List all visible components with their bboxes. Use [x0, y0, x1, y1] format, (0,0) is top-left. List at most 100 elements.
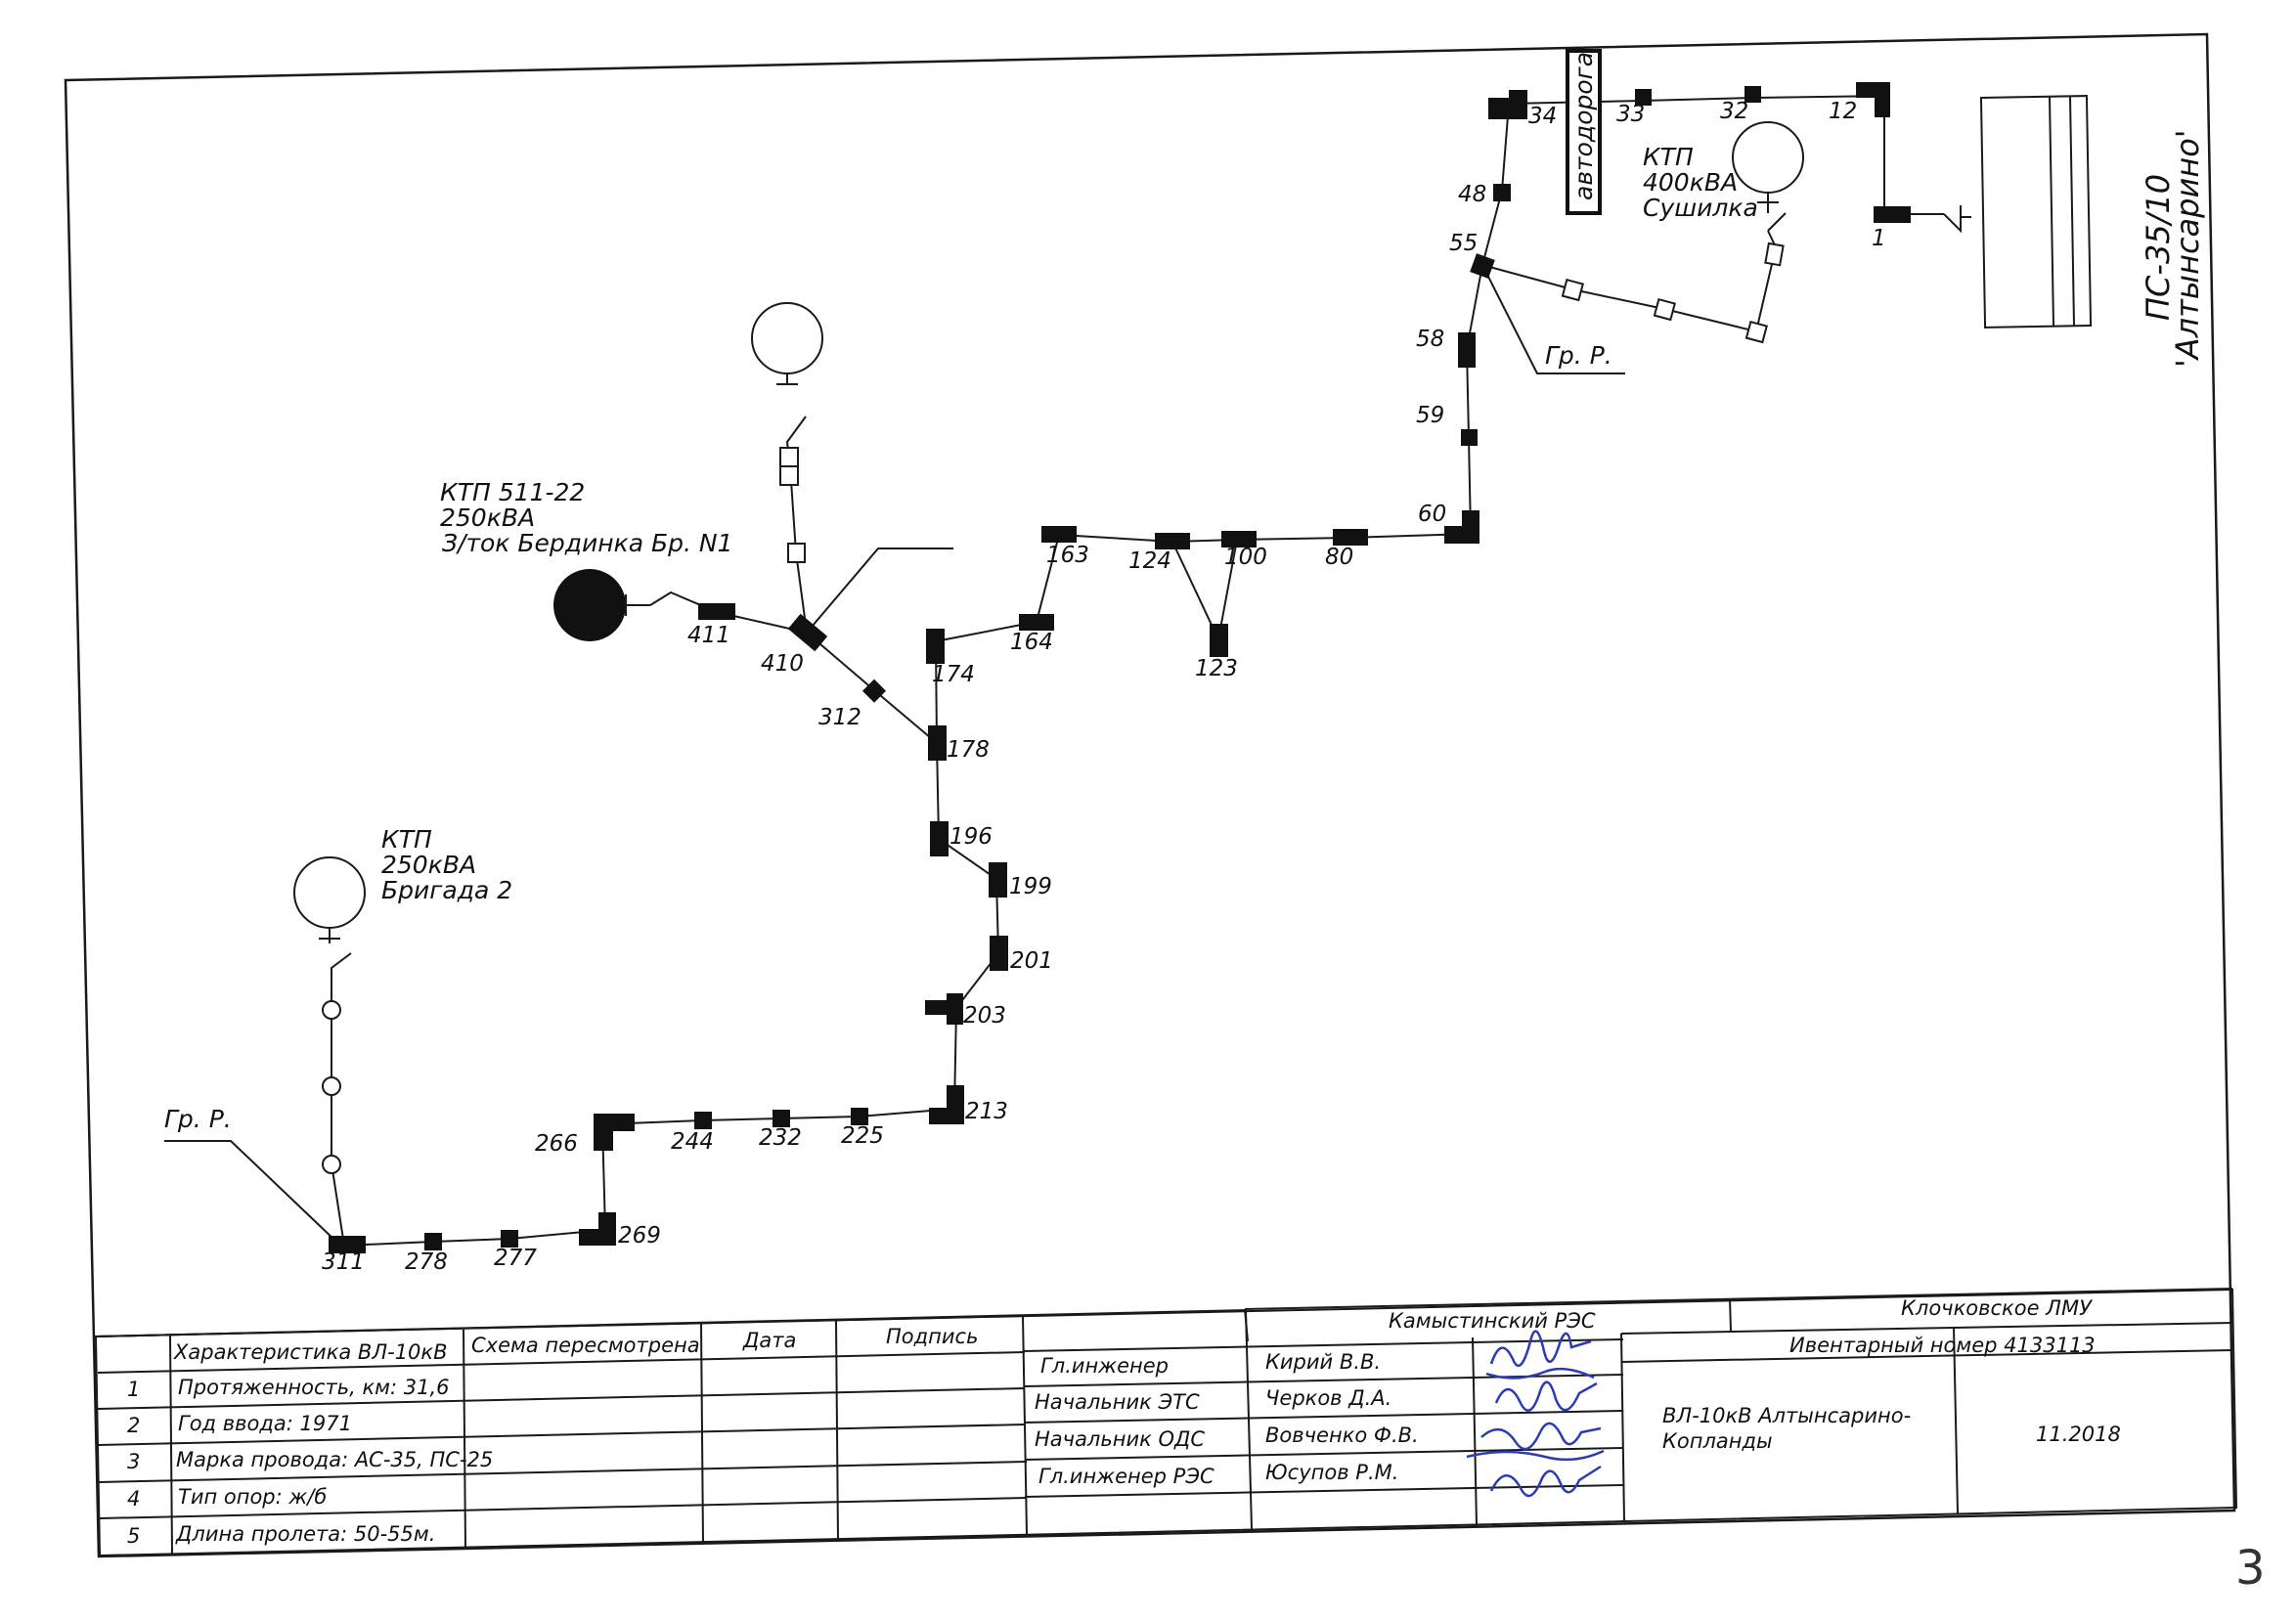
pole-label-410: 410 [761, 651, 804, 677]
pole-label-199: 199 [1009, 874, 1052, 899]
pole-label-411: 411 [687, 623, 730, 648]
pole-numbers: 34 33 32 12 1 48 55 58 59 60 80 100 124 … [322, 99, 1886, 1275]
transformer-icon [1732, 121, 1804, 194]
pole-label-269: 269 [618, 1223, 661, 1249]
pole-311 [329, 1236, 366, 1253]
hollow-pole [1764, 241, 1785, 267]
hollow-pole [787, 543, 806, 563]
substation-label: 'Алтынсарино' [2169, 129, 2206, 368]
pole-label-174: 174 [932, 662, 975, 687]
row-span: Длина пролета: 50-55м. [175, 1522, 435, 1546]
header-characteristic: Характеристика ВЛ-10кВ [173, 1340, 448, 1364]
sheet-date: 11.2018 [2036, 1423, 2121, 1446]
pole-278 [424, 1233, 442, 1250]
pole-label-163: 163 [1046, 543, 1089, 568]
pole-label-60: 60 [1418, 502, 1446, 527]
substation-name: ПС-35/10 [2140, 174, 2177, 321]
org-res: Камыстинский РЭС [1389, 1309, 1596, 1333]
pole-label-312: 312 [818, 705, 861, 730]
pole-100 [1221, 531, 1257, 548]
gr-r-label-top: Гр. Р. [1545, 341, 1612, 370]
inventory-number: Ивентарный номер 4133113 [1789, 1334, 2096, 1357]
pole-label-213: 213 [965, 1099, 1008, 1124]
pole-33 [1635, 89, 1652, 106]
ktp-top [751, 302, 823, 385]
ktp-sushilka [1732, 121, 1804, 203]
pole-277 [501, 1230, 518, 1248]
line-name-2: Копланды [1662, 1429, 1773, 1453]
pole-label-80: 80 [1325, 545, 1353, 570]
row-length: Протяженность, км: 31,6 [178, 1376, 450, 1399]
hollow-pole [1744, 320, 1768, 344]
pole-201 [990, 936, 1008, 971]
row-number: 1 [127, 1378, 140, 1401]
transformer-icon [553, 569, 626, 641]
header-date: Дата [742, 1329, 796, 1352]
pole-164 [1019, 614, 1054, 631]
pole-244 [694, 1112, 712, 1129]
row-number: 3 [127, 1450, 140, 1473]
ktp-labels: КТП 400кВА Сушилка КТП 511-22 250кВА З/т… [164, 143, 1758, 1133]
org-lmu: Клочковское ЛМУ [1901, 1296, 2093, 1320]
staff-role: Гл.инженер [1040, 1354, 1169, 1378]
pole-label-124: 124 [1128, 548, 1171, 574]
transformer-icon [293, 856, 366, 929]
pole-59 [1461, 429, 1478, 446]
pole-12 [1856, 82, 1890, 117]
staff-name: Юсупов Р.М. [1265, 1461, 1398, 1484]
pole-266 [594, 1114, 635, 1151]
row-number: 4 [127, 1487, 140, 1511]
pole-label-32: 32 [1720, 99, 1748, 124]
pole-411 [698, 603, 735, 620]
handwritten-signatures [1466, 1330, 1605, 1498]
round-pole [322, 1076, 341, 1096]
line-name-1: ВЛ-10кВ Алтынсарино- [1662, 1404, 1911, 1427]
header-revised: Схема пересмотрена [471, 1334, 700, 1357]
pole-label-59: 59 [1416, 403, 1444, 428]
row-wire: Марка провода: АС-35, ПС-25 [176, 1448, 493, 1471]
drawing-frame [64, 32, 2236, 1558]
pole-48 [1493, 184, 1511, 201]
pole-label-12: 12 [1829, 99, 1857, 124]
pole-32 [1744, 86, 1761, 103]
pole-203 [925, 993, 963, 1025]
pole-60 [1444, 510, 1479, 544]
pole-label-277: 277 [494, 1246, 537, 1271]
pole-label-203: 203 [963, 1003, 1006, 1029]
staff-role: Начальник ОДС [1035, 1427, 1205, 1451]
ktp-sushilka-line3: Сушилка [1643, 194, 1758, 222]
pole-1 [1874, 206, 1911, 223]
pole-213 [929, 1085, 964, 1124]
pole-label-225: 225 [841, 1123, 884, 1149]
staff-name: Кирий В.В. [1265, 1350, 1381, 1374]
pole-269 [579, 1212, 616, 1246]
round-pole [322, 1155, 341, 1174]
ktp-brigada [293, 856, 366, 940]
pole-55 [1470, 253, 1495, 279]
pole-label-100: 100 [1224, 545, 1267, 570]
gr-r-label-left: Гр. Р. [164, 1105, 232, 1133]
pole-410 [787, 613, 828, 652]
pole-label-244: 244 [671, 1129, 714, 1155]
pole-124 [1155, 533, 1190, 549]
poles [322, 82, 1911, 1253]
row-number: 5 [127, 1524, 140, 1548]
ktp-brigada-line2: 250кВА [381, 851, 476, 879]
ktp-511-line1: КТП 511-22 [440, 478, 585, 506]
staff-role: Начальник ЭТС [1035, 1390, 1200, 1414]
pole-label-266: 266 [535, 1131, 578, 1157]
pole-80 [1333, 529, 1368, 546]
pole-label-55: 55 [1449, 231, 1478, 256]
pole-label-232: 232 [759, 1125, 802, 1151]
pole-label-123: 123 [1195, 656, 1238, 681]
pole-label-1: 1 [1872, 226, 1886, 251]
pole-label-178: 178 [947, 737, 990, 763]
pole-58 [1458, 332, 1476, 368]
pole-123 [1210, 624, 1228, 657]
pole-199 [989, 862, 1007, 898]
staff-name: Вовченко Ф.В. [1265, 1424, 1419, 1447]
title-block: Камыстинский РЭС Клочковское ЛМУ Ивентар… [94, 1288, 2238, 1557]
pole-163 [1041, 526, 1077, 543]
page-number: 3 [2235, 1541, 2266, 1596]
pole-label-33: 33 [1616, 102, 1645, 127]
